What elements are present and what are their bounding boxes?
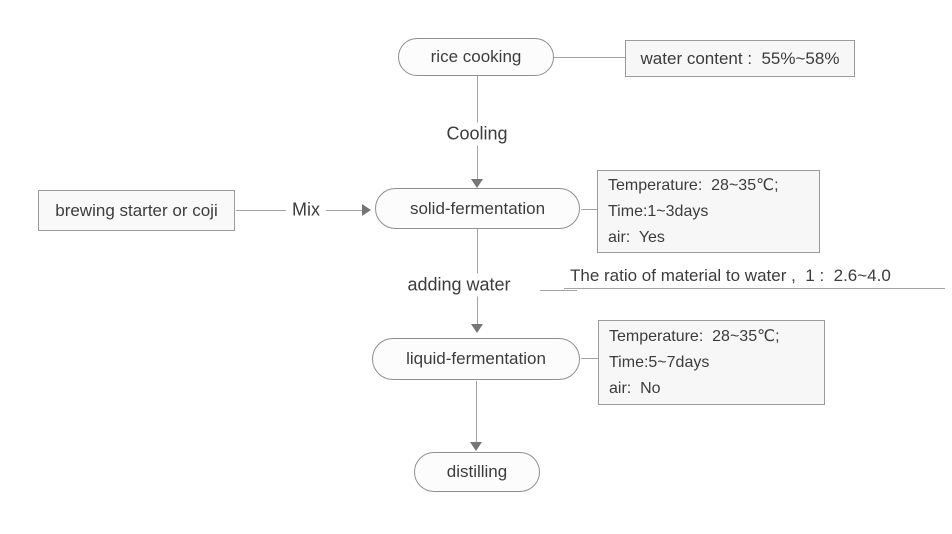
connector-solid-to-note — [581, 209, 597, 210]
connector-rice-to-water-note — [554, 57, 625, 58]
ratio-note-text: The ratio of material to water , 1 : 2.6… — [570, 266, 891, 285]
ratio-note-leader-line — [540, 290, 577, 291]
note-line-temperature: Temperature: 28~35℃; — [609, 327, 780, 345]
note-water-content: water content : 55%~58% — [625, 40, 855, 77]
edge-label-adding-water: adding water — [401, 273, 517, 297]
note-line-temperature: Temperature: 28~35℃; — [608, 176, 779, 194]
arrowhead-down-icon — [471, 324, 483, 333]
edge-label-mix: Mix — [286, 198, 326, 222]
arrowhead-right-icon — [362, 204, 371, 216]
edge-label-cooling: Cooling — [440, 122, 514, 146]
node-distilling: distilling — [414, 452, 540, 492]
arrowhead-down-icon — [470, 442, 482, 451]
node-brewing-starter: brewing starter or coji — [38, 190, 235, 231]
note-liquid-conditions: Temperature: 28~35℃; Time:5~7days air: N… — [598, 320, 825, 405]
connector-liquid-to-note — [581, 358, 598, 359]
connector-liquid-to-distilling — [476, 381, 477, 442]
node-rice-cooking: rice cooking — [398, 38, 554, 76]
ratio-note-underline — [564, 288, 945, 289]
note-line-air: air: No — [609, 379, 661, 397]
note-water-content-text: water content : 55%~58% — [640, 48, 840, 68]
note-line-time: Time:5~7days — [609, 353, 710, 371]
note-line-air: air: Yes — [608, 228, 665, 246]
note-solid-conditions: Temperature: 28~35℃; Time:1~3days air: Y… — [597, 170, 820, 253]
node-liquid-fermentation: liquid-fermentation — [372, 338, 580, 380]
arrowhead-down-icon — [471, 179, 483, 188]
note-line-time: Time:1~3days — [608, 202, 709, 220]
node-solid-fermentation: solid-fermentation — [375, 188, 580, 229]
